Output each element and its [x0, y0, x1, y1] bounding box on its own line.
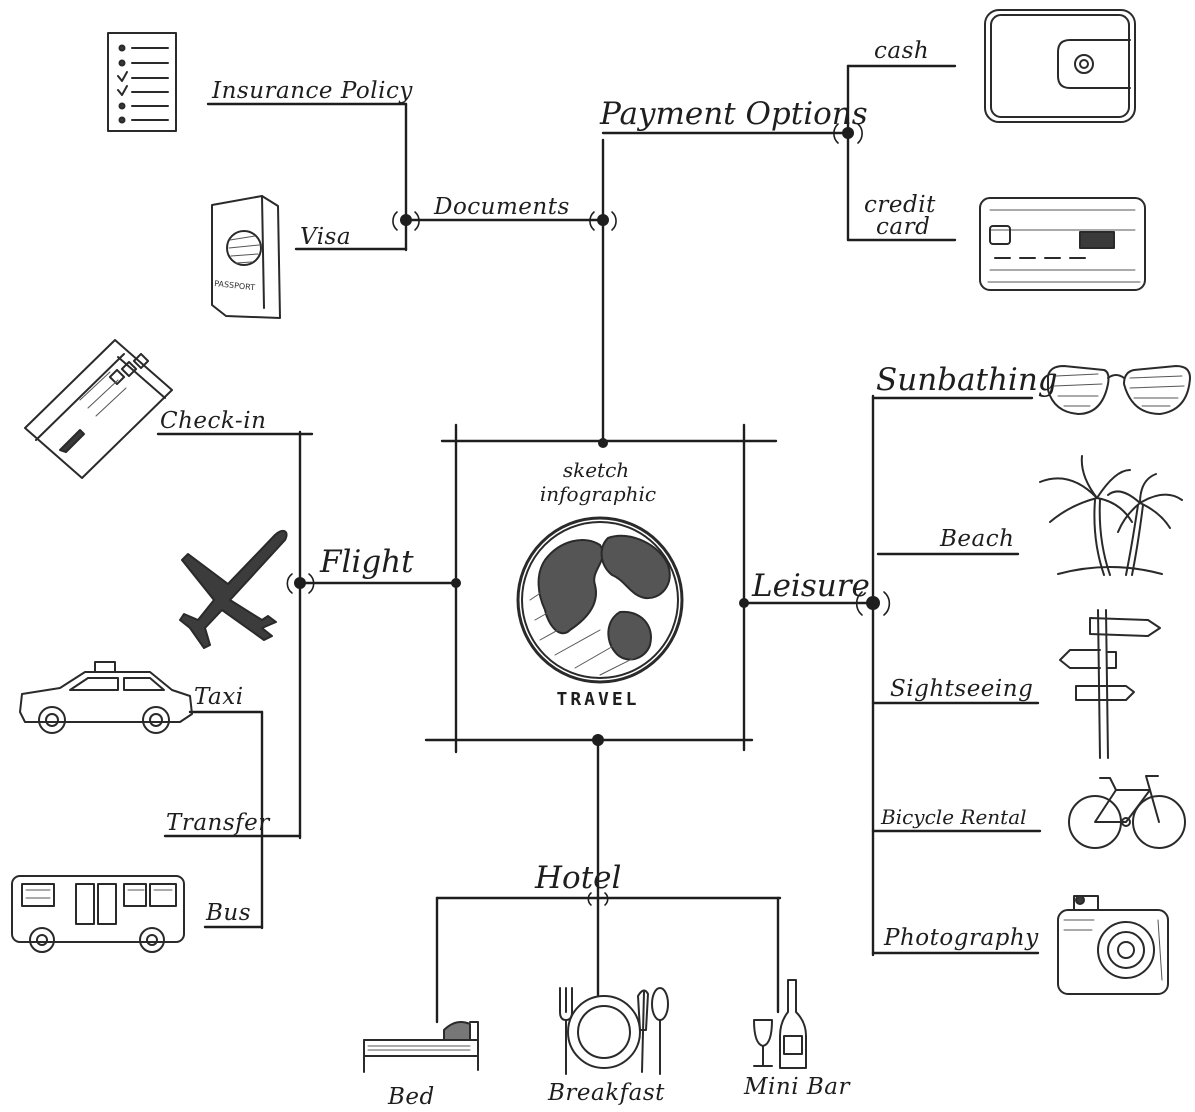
leisure-label: Leisure	[751, 568, 870, 604]
bed-label: Bed	[387, 1084, 435, 1110]
mini-bar-label: Mini Bar	[743, 1074, 852, 1100]
cash-label: cash	[874, 38, 929, 64]
center-subtitle-line2: infographic	[540, 482, 656, 506]
airplane-icon	[179, 529, 288, 649]
wine-bottle-icon	[753, 979, 807, 1069]
bus-label: Bus	[205, 900, 251, 926]
beach-label: Beach	[939, 526, 1014, 552]
bus-icon	[11, 875, 185, 953]
wallet-icon	[984, 9, 1136, 123]
bicycle-icon	[1068, 775, 1186, 849]
boarding-pass-icon	[24, 339, 173, 479]
center-title: TRAVEL	[556, 689, 639, 710]
sightseeing-label: Sightseeing	[890, 676, 1033, 702]
globe-icon	[516, 516, 684, 684]
credit-label: credit	[864, 192, 936, 218]
insurance-policy-label: Insurance Policy	[211, 78, 413, 104]
passport-icon: PASSPORT	[211, 195, 281, 319]
taxi-icon	[19, 661, 193, 734]
payment-options-label: Payment Options	[599, 96, 868, 132]
bicycle-rental-label: Bicycle Rental	[880, 805, 1027, 829]
taxi-label: Taxi	[194, 684, 244, 710]
sunbathing-label: Sunbathing	[876, 362, 1058, 398]
transfer-label: Transfer	[166, 810, 271, 836]
card-label: card	[876, 214, 930, 240]
camera-icon	[1057, 895, 1169, 995]
documents-label: Documents	[433, 194, 570, 220]
center-frame	[424, 423, 778, 754]
check-in-label: Check-in	[160, 408, 266, 434]
breakfast-label: Breakfast	[547, 1080, 665, 1106]
flight-label: Flight	[319, 544, 414, 580]
checklist-icon	[107, 32, 177, 132]
plate-cutlery-icon	[559, 987, 669, 1075]
passport-text: PASSPORT	[214, 279, 256, 292]
palm-trees-icon	[1039, 455, 1183, 576]
center-subtitle-line1: sketch	[563, 458, 629, 482]
hotel-label: Hotel	[534, 860, 621, 896]
visa-label: Visa	[300, 224, 351, 250]
bed-icon	[363, 1021, 479, 1073]
sunglasses-icon	[1047, 365, 1191, 415]
credit-card-icon	[979, 197, 1146, 291]
photography-label: Photography	[883, 925, 1039, 951]
signpost-icon	[1059, 609, 1161, 759]
